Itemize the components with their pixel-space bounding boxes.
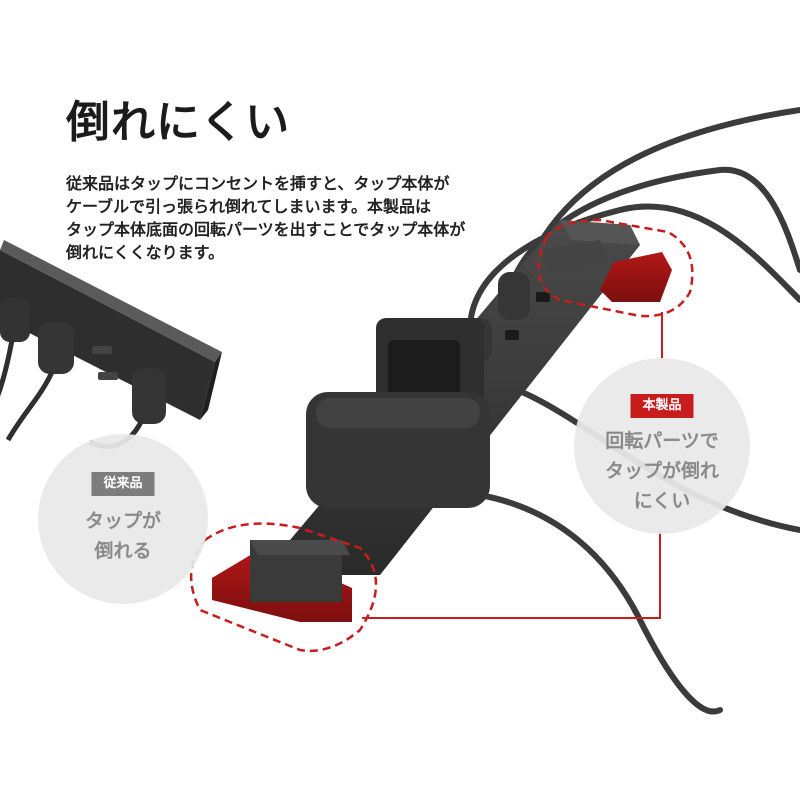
callout-box-top — [537, 218, 694, 318]
conventional-callout: 従来品 タップが 倒れる — [38, 434, 208, 604]
power-adapter-large — [306, 392, 490, 508]
description-line: タップ本体底面の回転パーツを出すことでタップ本体が — [66, 220, 466, 239]
conventional-plug-1 — [0, 298, 30, 397]
outlet-slot — [505, 330, 519, 340]
callout-line: 倒れる — [94, 540, 152, 562]
conventional-plug-2 — [5, 322, 74, 442]
outlet-slot — [536, 292, 550, 302]
callout-box-bottom — [189, 522, 378, 652]
rotating-part-top — [540, 240, 672, 302]
callout-line: にくい — [633, 490, 691, 512]
callout-line: タップが — [84, 510, 161, 532]
callout-leader-lines — [362, 312, 663, 619]
conventional-callout-text: タップが 倒れる — [38, 506, 208, 566]
headline: 倒れにくい — [66, 97, 291, 148]
conventional-badge: 従来品 — [91, 472, 155, 496]
conventional-tap — [0, 240, 222, 449]
description-line: 倒れにくくなります。 — [66, 243, 225, 262]
description-line: 従来品はタップにコンセントを挿すと、タップ本体が — [66, 174, 450, 193]
callout-line: タップが倒れ — [604, 460, 719, 482]
description: 従来品はタップにコンセントを挿すと、タップ本体が ケーブルで引っ張られ倒れてしま… — [66, 172, 486, 264]
product-badge: 本製品 — [630, 394, 694, 418]
product-callout: 本製品 回転パーツで タップが倒れ にくい — [574, 358, 750, 534]
product-callout-text: 回転パーツで タップが倒れ にくい — [574, 426, 750, 516]
callout-line: 回転パーツで — [605, 430, 719, 452]
callout-outlines — [189, 218, 694, 652]
product-plug-upper — [498, 272, 530, 320]
outlet-slot — [98, 372, 118, 380]
outlet-slot — [92, 346, 112, 354]
description-line: ケーブルで引っ張られ倒れてしまいます。本製品は — [66, 197, 431, 216]
rotating-part-bottom — [212, 540, 352, 622]
